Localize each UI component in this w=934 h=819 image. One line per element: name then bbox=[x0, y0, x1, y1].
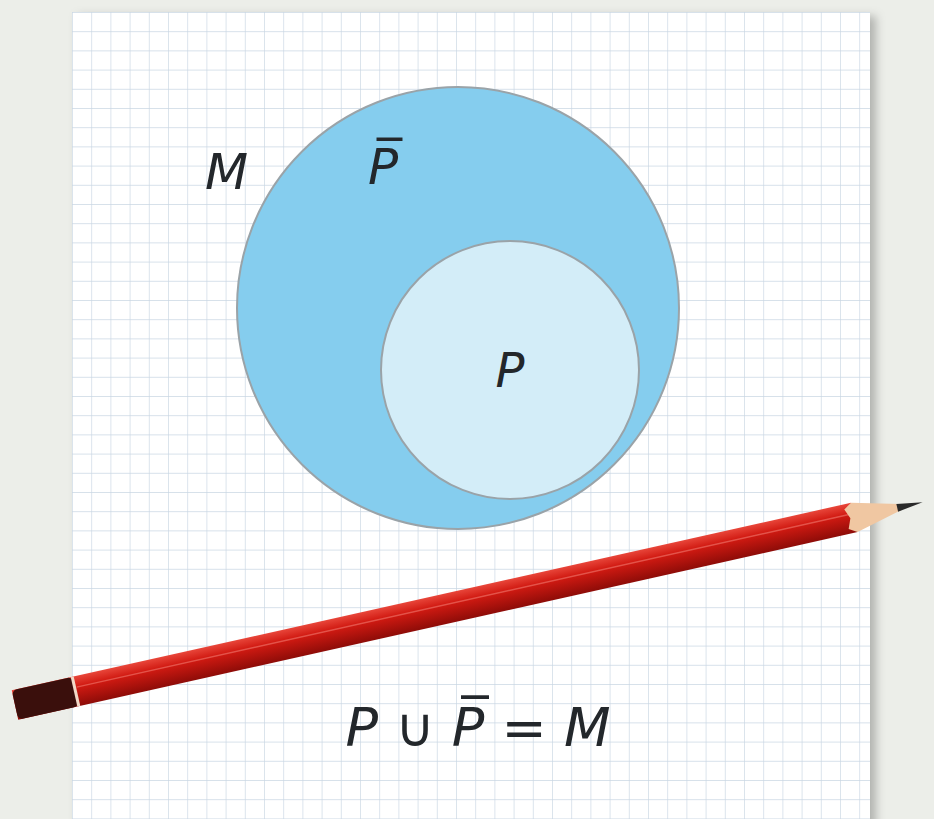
grid-paper bbox=[72, 12, 870, 819]
region-label: P̅ bbox=[368, 140, 398, 195]
set-label: P bbox=[496, 344, 525, 397]
set-label: M bbox=[205, 145, 248, 200]
set-circle: MP̅P bbox=[236, 86, 680, 530]
formula: P ∪ P̅ = M bbox=[345, 698, 610, 757]
subset-circle: P bbox=[380, 240, 640, 500]
